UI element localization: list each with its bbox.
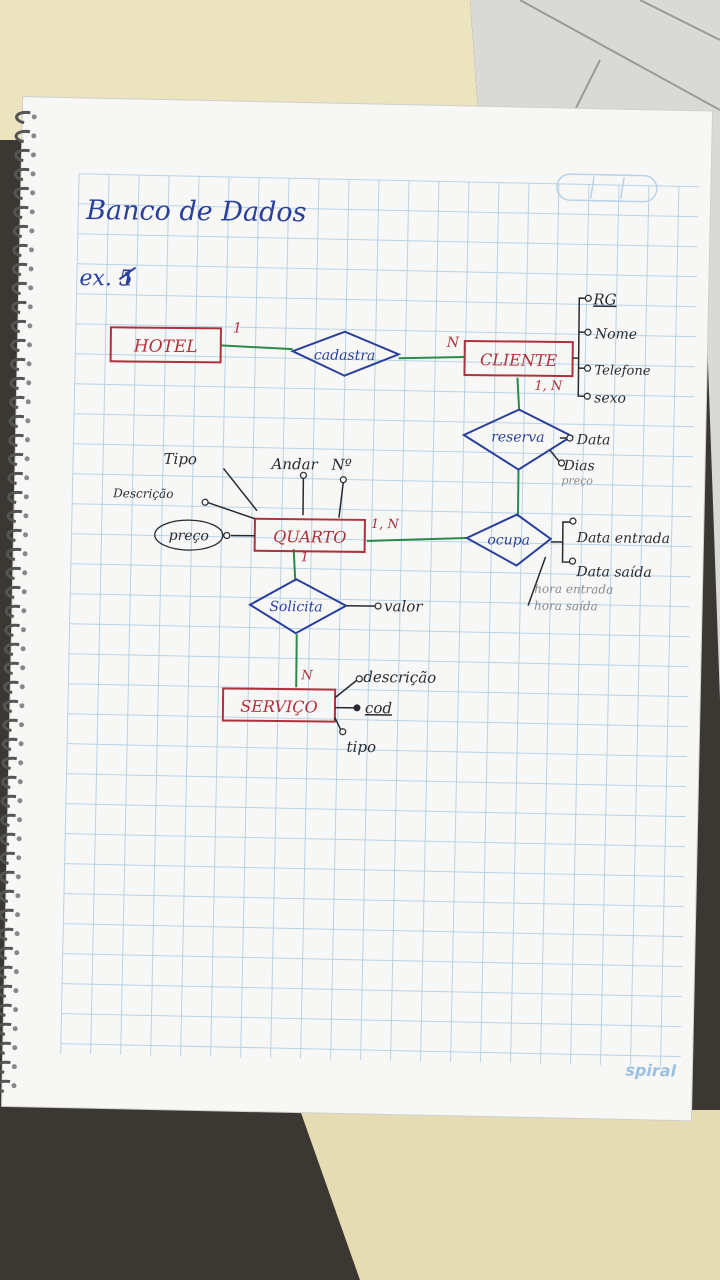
relationship-ocupa-label: ocupa	[487, 532, 530, 548]
attribute-ocupa-data-entrada: Data entrada	[576, 530, 670, 547]
notebook-page	[1, 96, 714, 1122]
attribute-ocupa-hora-entrada: hora entrada	[534, 582, 613, 597]
attribute-reserva-data: Data	[576, 432, 611, 448]
entity-quarto: QUARTO	[253, 517, 366, 553]
card-hotel-cadastra: 1	[233, 321, 242, 337]
entity-hotel-label: HOTEL	[133, 337, 198, 358]
attribute-reserva-dias: Dias	[562, 458, 594, 474]
attribute-quarto-tipo: Tipo	[163, 450, 197, 468]
attribute-cliente-rg: RG	[592, 290, 616, 308]
attribute-quarto-numero: Nº	[330, 456, 351, 474]
attribute-quarto-descricao: Descrição	[112, 486, 173, 501]
entity-servico-label: SERVIÇO	[240, 697, 318, 717]
card-solicita-servico: N	[300, 668, 313, 683]
entity-cliente-label: CLIENTE	[480, 350, 558, 370]
attribute-servico-cod: cod	[365, 699, 392, 717]
relationship-cadastra: cadastra	[290, 330, 402, 377]
relationship-cadastra-label: cadastra	[314, 347, 376, 364]
exercise-strike: 1	[121, 266, 134, 290]
attribute-servico-descricao: descrição	[363, 668, 436, 687]
attribute-servico-tipo: tipo	[346, 738, 376, 756]
attribute-quarto-andar: Andar	[269, 455, 318, 474]
brand-logo: spiral	[625, 1060, 677, 1080]
card-cadastra-cliente: N	[446, 335, 460, 351]
card-quarto-solicita: 1	[300, 550, 308, 565]
attribute-key-servico-cod	[353, 704, 361, 712]
entity-hotel: HOTEL	[109, 326, 222, 364]
attribute-ocupa-hora-saida: hora saída	[534, 599, 598, 614]
page-title: Banco de Dados	[85, 195, 307, 228]
attribute-solicita-valor: valor	[384, 597, 423, 615]
date-box	[556, 173, 658, 203]
card-cliente-reserva: 1, N	[534, 379, 563, 394]
chair-desk	[300, 1110, 720, 1280]
relationship-links	[220, 344, 521, 688]
relationship-solicita-label: Solicita	[269, 599, 322, 616]
attribute-cliente-telefone: Telefone	[594, 363, 650, 379]
attribute-cliente-sexo: sexo	[594, 390, 626, 406]
entity-quarto-label: QUARTO	[273, 527, 346, 547]
entity-servico: SERVIÇO	[221, 687, 337, 723]
exercise-label: ex. 5	[79, 266, 133, 292]
relationship-ocupa: ocupa	[464, 513, 553, 567]
attribute-reserva-preco: preço	[561, 474, 593, 487]
attribute-quarto-preco: preço	[169, 528, 209, 544]
spiral-binding	[0, 110, 37, 1093]
attribute-quarto-preco-ellipse	[154, 519, 224, 551]
relationship-reserva-label: reserva	[491, 429, 545, 446]
attribute-markers	[201, 294, 592, 736]
attribute-ocupa-data-saida: Data saída	[575, 564, 651, 581]
attribute-cliente-nome: Nome	[594, 326, 637, 342]
entity-cliente: CLIENTE	[463, 339, 574, 378]
grid-paper	[60, 173, 699, 1067]
card-quarto-ocupa: 1, N	[371, 517, 400, 532]
